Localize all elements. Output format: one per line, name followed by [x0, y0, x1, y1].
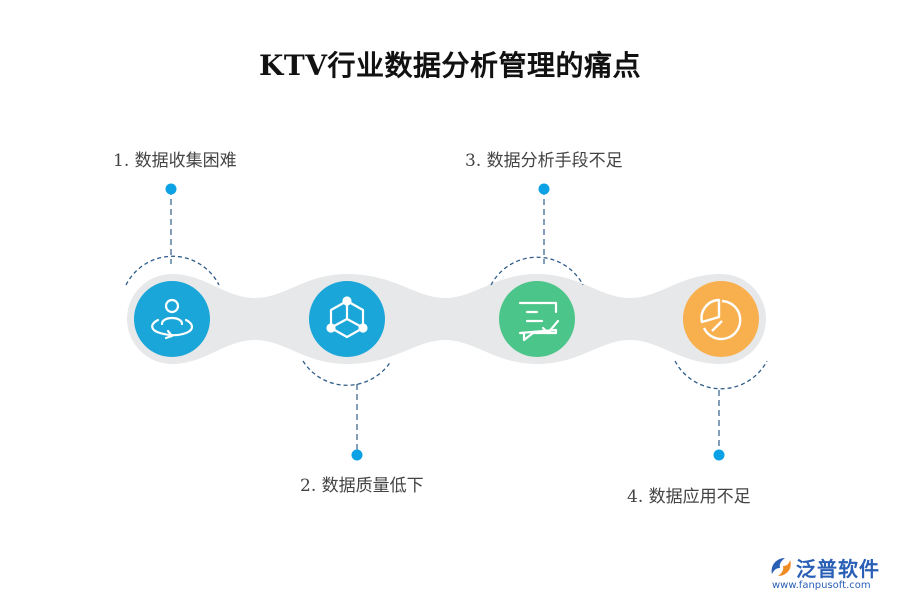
step-4-label: 4. 数据应用不足 — [627, 487, 751, 507]
step-1-node — [125, 183, 220, 364]
page-title: KTV行业数据分析管理的痛点 — [259, 49, 641, 82]
brand-name: 泛普软件 — [796, 557, 880, 581]
step-2-arc — [302, 360, 392, 386]
step-1-label: 1. 数据收集困难 — [113, 151, 237, 171]
step-3-dot — [538, 183, 550, 195]
step-3-node — [490, 183, 584, 364]
step-3-arc — [490, 256, 584, 286]
brand-url: www.fanpusoft.com — [772, 580, 871, 591]
step-4-arc — [674, 360, 768, 390]
step-3-circle — [499, 281, 575, 357]
step-4-circle — [683, 281, 759, 357]
network-hexagon-icon — [326, 296, 368, 339]
step-1-dot — [165, 183, 177, 195]
step-3-label: 3. 数据分析手段不足 — [465, 151, 623, 171]
step-2-label: 2. 数据质量低下 — [300, 476, 424, 496]
brand-logo: 泛普软件 www.fanpusoft.com — [768, 553, 893, 597]
step-4-node — [674, 274, 768, 461]
connector-band — [172, 274, 721, 364]
pie-chart-icon — [700, 298, 742, 341]
step-2-node — [302, 274, 392, 461]
brand-mark-icon — [771, 558, 791, 576]
step-4-dot — [713, 449, 725, 461]
chat-check-icon — [518, 301, 560, 342]
step-1-arc — [125, 255, 220, 286]
person-orbit-icon — [151, 298, 194, 340]
step-2-dot — [351, 449, 363, 461]
